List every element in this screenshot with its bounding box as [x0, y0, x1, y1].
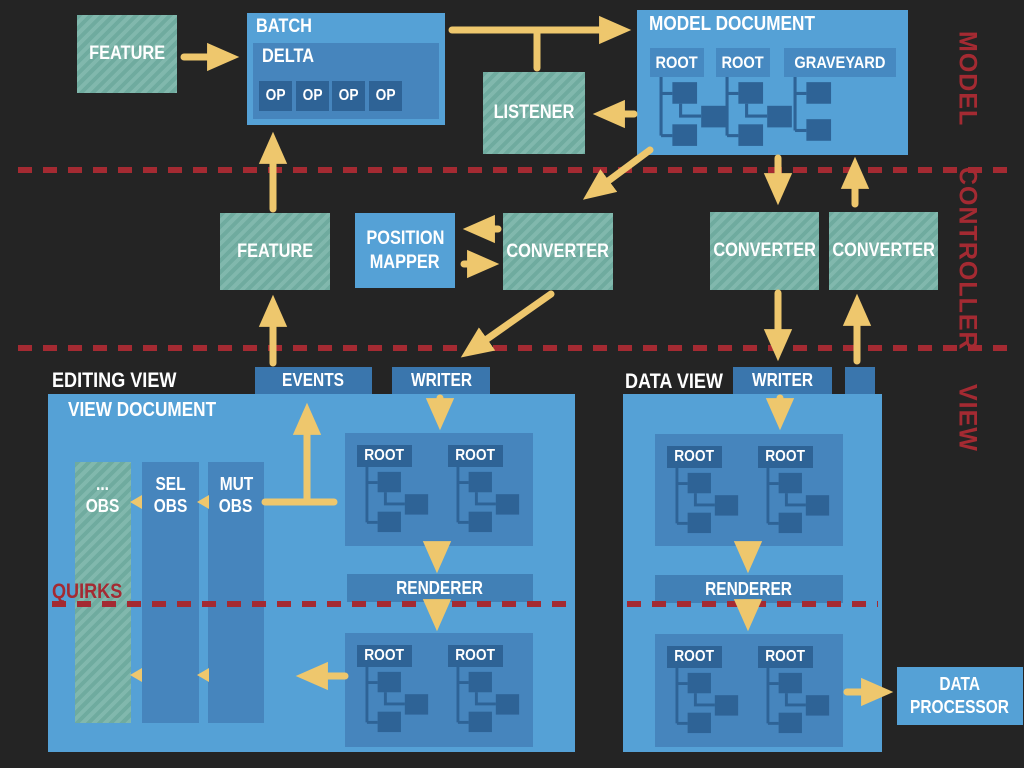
root-label-box: ROOT — [667, 646, 722, 668]
node-tree — [766, 668, 830, 734]
converter-box: CONVERTER — [710, 212, 819, 290]
feature-box-model: FEATURE — [77, 15, 177, 93]
node-tree — [766, 468, 830, 534]
root-label-box: ROOT — [716, 48, 770, 77]
listener-label: LISTENER — [493, 102, 575, 123]
feature-box-controller: FEATURE — [220, 213, 330, 290]
editing-view-title: EDITING VIEW — [52, 369, 177, 392]
arrow-model-document-to-converter — [582, 146, 654, 200]
renderer-box-editing: RENDERER — [347, 574, 533, 602]
data-processor-box: DATA PROCESSOR — [897, 667, 1023, 725]
op-box: OP — [332, 81, 365, 111]
node-tree — [365, 667, 429, 733]
arrow-converter-to-writer — [460, 290, 555, 358]
writer-box-data: WRITER — [733, 367, 832, 394]
unlabeled-box — [845, 367, 875, 394]
graveyard-label-box: GRAVEYARD — [784, 48, 896, 77]
op-box: OP — [369, 81, 402, 111]
graveyard-node-tree — [793, 77, 832, 141]
node-tree — [456, 467, 520, 533]
root-label-box: ROOT — [357, 445, 412, 467]
op-box: OP — [296, 81, 329, 111]
root-label-box: ROOT — [448, 645, 503, 667]
batch-label: BATCH — [256, 16, 312, 37]
zone-label-controller: CONTROLLER — [953, 167, 982, 351]
converter-box: CONVERTER — [503, 213, 613, 290]
root-label-box: ROOT — [357, 645, 412, 667]
listener-box: LISTENER — [483, 72, 585, 154]
observer-column-mut: MUT OBS — [208, 462, 264, 723]
quirks-label: QUIRKS — [52, 580, 123, 603]
root-label-box: ROOT — [667, 446, 722, 468]
observer-column-sel: SEL OBS — [142, 462, 199, 723]
node-tree — [725, 77, 792, 146]
zone-label-model: MODEL — [953, 31, 982, 127]
node-tree — [659, 77, 726, 146]
node-tree — [675, 468, 739, 534]
data-view-title: DATA VIEW — [625, 370, 723, 393]
root-label-box: ROOT — [758, 446, 813, 468]
delta-label: DELTA — [262, 46, 315, 67]
root-label-box: ROOT — [650, 48, 704, 77]
op-box: OP — [259, 81, 292, 111]
feature-label: FEATURE — [89, 43, 165, 64]
zone-label-view: VIEW — [953, 384, 982, 452]
converter-box: CONVERTER — [829, 212, 938, 290]
root-label-box: ROOT — [758, 646, 813, 668]
events-box: EVENTS — [255, 367, 372, 394]
model-document-title: MODEL DOCUMENT — [649, 13, 815, 35]
node-tree — [675, 668, 739, 734]
node-tree — [456, 667, 520, 733]
observer-column-other: ... OBS — [75, 462, 131, 723]
position-mapper-box: POSITION MAPPER — [355, 213, 455, 288]
node-tree — [365, 467, 429, 533]
writer-box-editing: WRITER — [392, 367, 490, 394]
view-document-title: VIEW DOCUMENT — [68, 399, 217, 421]
renderer-box-data: RENDERER — [655, 575, 843, 603]
root-label-box: ROOT — [448, 445, 503, 467]
